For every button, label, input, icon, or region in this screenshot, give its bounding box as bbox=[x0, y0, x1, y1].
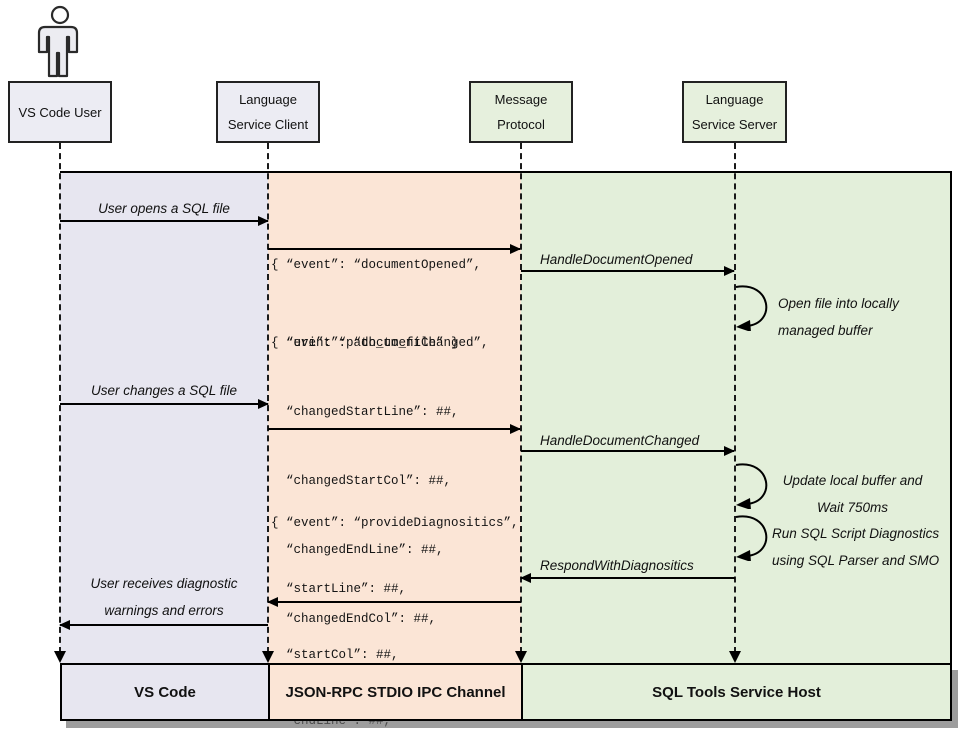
arrow-user-opens bbox=[60, 216, 269, 226]
actor-box-vscode-user: VS Code User bbox=[8, 81, 112, 143]
self-loop-open-file bbox=[735, 285, 768, 331]
host-column-bg bbox=[521, 173, 952, 663]
actor-label: Language bbox=[705, 92, 764, 107]
footer-row: VS Code JSON-RPC STDIO IPC Channel SQL T… bbox=[60, 663, 952, 721]
lifeline-service-client bbox=[267, 143, 269, 653]
actor-label: Service Server bbox=[691, 117, 778, 132]
lifeline-end-arrow bbox=[262, 651, 274, 663]
lifeline-end-arrow bbox=[515, 651, 527, 663]
actor-label: Language bbox=[239, 92, 297, 107]
arrow-user-receives bbox=[59, 620, 268, 630]
footer-box-ipc-channel: JSON-RPC STDIO IPC Channel bbox=[268, 665, 521, 719]
arrow-document-changed bbox=[268, 424, 521, 434]
vscode-column-bg bbox=[60, 173, 268, 663]
actor-box-message-protocol: Message Protocol bbox=[469, 81, 573, 143]
label-user-receives: User receives diagnostic warnings and er… bbox=[90, 576, 238, 618]
diagram-top-border bbox=[60, 171, 952, 173]
lifeline-vscode-user bbox=[59, 143, 61, 653]
lifeline-message-protocol bbox=[520, 143, 522, 653]
arrow-provide-diagnostics bbox=[267, 597, 521, 607]
footer-box-vscode: VS Code bbox=[62, 665, 268, 719]
actor-label: Protocol bbox=[497, 117, 545, 132]
actor-label: Message bbox=[494, 92, 548, 107]
arrow-user-changes bbox=[60, 399, 269, 409]
label-respond-with-diagnostics: RespondWithDiagnositics bbox=[540, 558, 694, 573]
actor-box-service-client: Language Service Client bbox=[216, 81, 320, 143]
lifeline-service-server bbox=[734, 143, 736, 653]
arrow-handle-opened bbox=[521, 266, 735, 276]
arrow-handle-changed bbox=[521, 446, 735, 456]
lifeline-end-arrow bbox=[54, 651, 66, 663]
label-handle-document-changed: HandleDocumentChanged bbox=[540, 433, 700, 448]
ipc-column-bg bbox=[268, 173, 521, 663]
label-handle-document-opened: HandleDocumentOpened bbox=[540, 252, 693, 267]
actor-box-service-server: Language Service Server bbox=[682, 81, 787, 143]
lifeline-end-arrow bbox=[729, 651, 741, 663]
person-actor-icon bbox=[37, 5, 79, 78]
actor-label: VS Code User bbox=[18, 104, 102, 120]
self-loop-update-buffer bbox=[735, 463, 768, 509]
json-document-opened: { “event”: “documentOpened”, “uri”: “pat… bbox=[271, 258, 482, 350]
label-update-buffer: Update local buffer and Wait 750ms bbox=[782, 473, 923, 515]
self-loop-run-diagnostics bbox=[735, 515, 768, 561]
label-open-file: Open file into locally managed buffer bbox=[778, 296, 899, 338]
actor-label: Service Client bbox=[227, 117, 309, 132]
label-user-changes: User changes a SQL file bbox=[90, 383, 238, 398]
label-user-opens: User opens a SQL file bbox=[98, 201, 230, 216]
diagram-right-border bbox=[950, 171, 952, 663]
label-run-diagnostics: Run SQL Script Diagnostics using SQL Par… bbox=[772, 526, 940, 568]
footer-box-sql-tools-host: SQL Tools Service Host bbox=[521, 665, 950, 719]
arrow-respond-diagnostics bbox=[520, 573, 735, 583]
arrow-document-opened bbox=[268, 244, 521, 254]
